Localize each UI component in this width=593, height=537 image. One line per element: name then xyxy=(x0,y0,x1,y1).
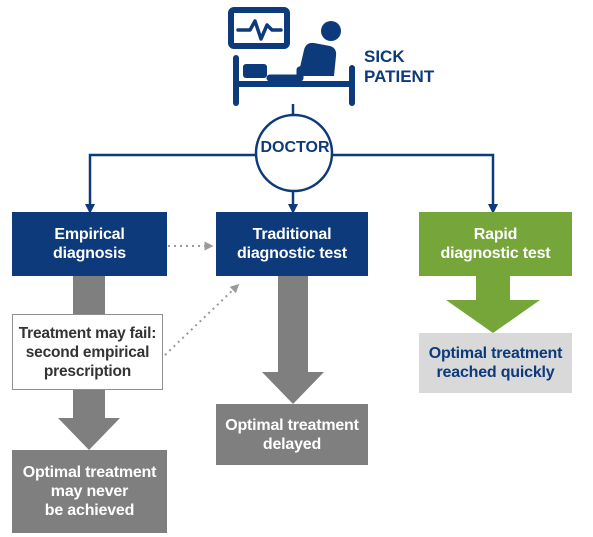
empirical-outcome-arrow xyxy=(58,276,120,450)
traditional-diagnostic-test-box: Traditional diagnostic test xyxy=(216,212,368,276)
dotted-arrow-failure-to-traditional xyxy=(164,283,240,356)
rapid-diagnostic-test-box: Rapid diagnostic test xyxy=(419,212,572,276)
traditional-outcome-arrow xyxy=(262,276,324,404)
empirical-outcome-box: Optimal treatment may never be achieved xyxy=(12,450,167,533)
sick-patient-label: SICK PATIENT xyxy=(364,47,435,86)
doctor-label: DOCTOR xyxy=(260,139,330,156)
empirical-diagnosis-box: Empirical diagnosis xyxy=(12,212,167,276)
treatment-may-fail-box: Treatment may fail: second empirical pre… xyxy=(12,314,163,390)
traditional-outcome-box: Optimal treatment delayed xyxy=(216,404,368,465)
rapid-outcome-box: Optimal treatment reached quickly xyxy=(419,333,572,393)
rapid-outcome-arrow xyxy=(446,276,540,333)
patient-in-hospital-bed-with-heart-monitor-icon xyxy=(228,7,355,106)
arrow-to-empirical xyxy=(85,153,256,214)
arrow-to-rapid xyxy=(332,153,498,214)
